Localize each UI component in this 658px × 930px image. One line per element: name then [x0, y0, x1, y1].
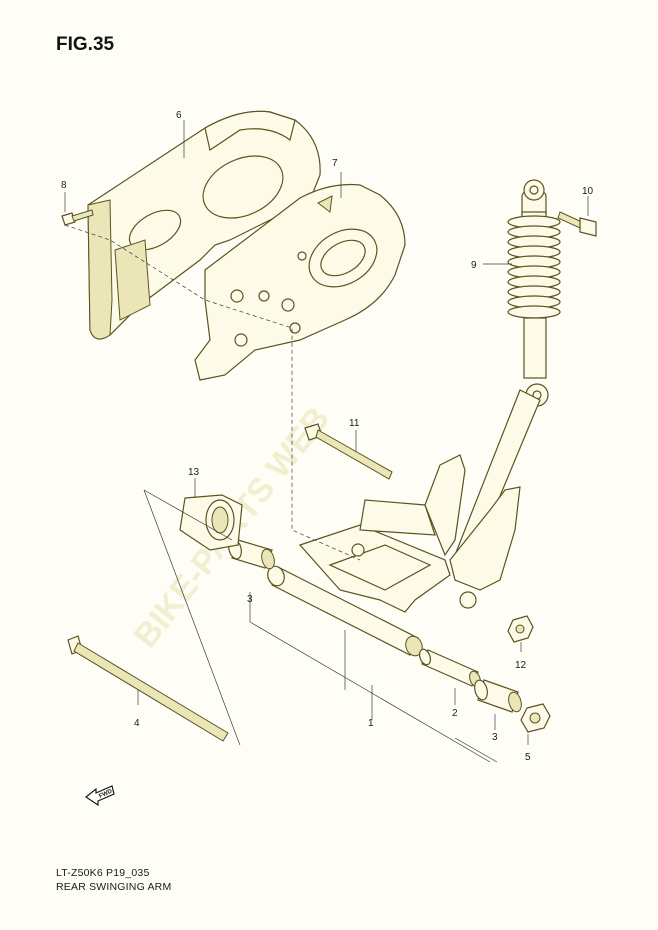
- arrow-left-icon: [84, 785, 115, 807]
- callout-12: 12: [515, 660, 527, 671]
- callout-2: 2: [452, 708, 458, 719]
- callout-3-left: 3: [247, 594, 253, 605]
- nut-part-12[interactable]: [507, 615, 534, 643]
- callout-6: 6: [176, 110, 182, 121]
- fwd-label: FWD: [98, 788, 114, 799]
- callout-13: 13: [188, 467, 200, 478]
- bolt-part-10[interactable]: [557, 211, 597, 237]
- bolt-part-11[interactable]: [304, 423, 393, 480]
- section-title: REAR SWINGING ARM: [56, 881, 172, 893]
- callout-3-right: 3: [492, 732, 498, 743]
- callout-5: 5: [525, 752, 531, 763]
- callout-4: 4: [134, 718, 140, 729]
- model-code: LT-Z50K6 P19_035: [56, 867, 150, 879]
- callout-7: 7: [332, 158, 338, 169]
- bolt-part-8[interactable]: [61, 209, 94, 226]
- bushing-part-3-right[interactable]: [473, 679, 524, 713]
- shock-spring: [507, 215, 561, 319]
- chain-cover-part-6[interactable]: [87, 110, 321, 340]
- figure-title: FIG.35: [56, 34, 115, 55]
- callout-10: 10: [582, 186, 594, 197]
- leader-lines: [64, 120, 589, 763]
- pivot-tube-part-1[interactable]: [265, 564, 425, 658]
- callout-labels: 6 7 8 9 10 11 13 3 12 4 1 2 3 5: [61, 110, 594, 763]
- cover-plate-part-7[interactable]: [194, 183, 406, 381]
- bracket-part-13[interactable]: [179, 494, 243, 551]
- nut-part-5[interactable]: [520, 703, 551, 733]
- forward-direction-marker: FWD: [84, 785, 115, 807]
- pivot-bolt-part-4[interactable]: [67, 635, 229, 742]
- callout-11: 11: [349, 418, 360, 429]
- shock-absorber-part-9[interactable]: [507, 179, 561, 407]
- callout-8: 8: [61, 180, 67, 191]
- callout-1: 1: [368, 718, 374, 729]
- callout-9: 9: [471, 260, 477, 271]
- swing-arm-frame[interactable]: [298, 389, 541, 613]
- collar-part-2[interactable]: [418, 648, 483, 688]
